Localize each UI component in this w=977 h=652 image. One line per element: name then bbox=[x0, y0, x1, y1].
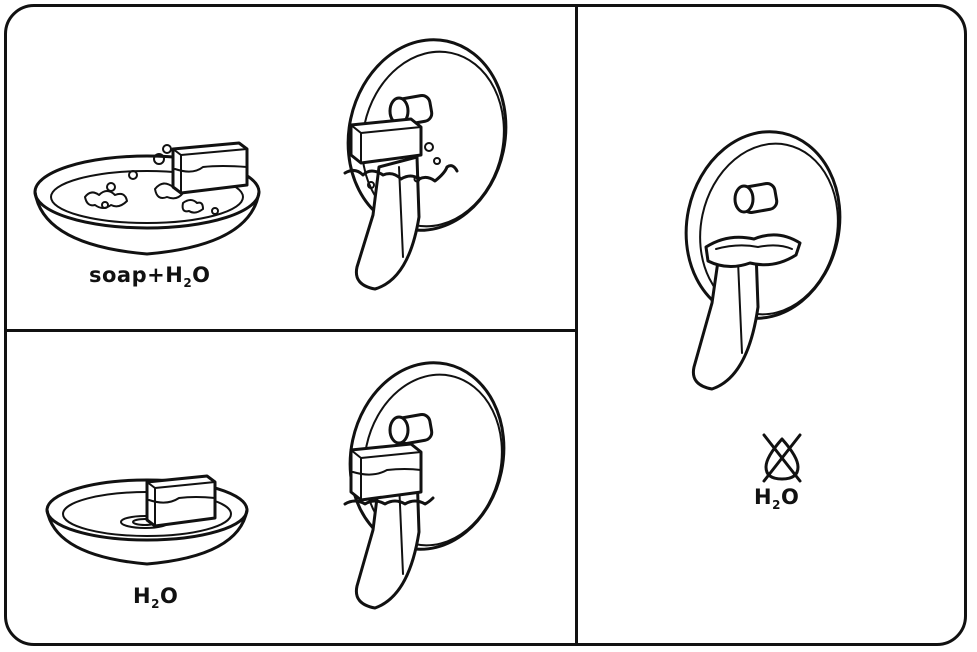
panel-water: H2O bbox=[7, 332, 575, 646]
instruction-frame: soap+H2O bbox=[4, 4, 967, 646]
caption-text: H bbox=[754, 485, 772, 509]
no-water-drop-icon bbox=[578, 7, 967, 646]
faucet-sponge-illustration bbox=[7, 7, 575, 329]
caption-subscript: 2 bbox=[772, 498, 781, 512]
faucet-rinse-illustration bbox=[7, 332, 575, 646]
caption-tail: O bbox=[781, 485, 799, 509]
caption-dry: H2O bbox=[754, 485, 799, 512]
panel-soap-water: soap+H2O bbox=[7, 7, 575, 329]
panel-dry: H2O bbox=[578, 7, 967, 646]
